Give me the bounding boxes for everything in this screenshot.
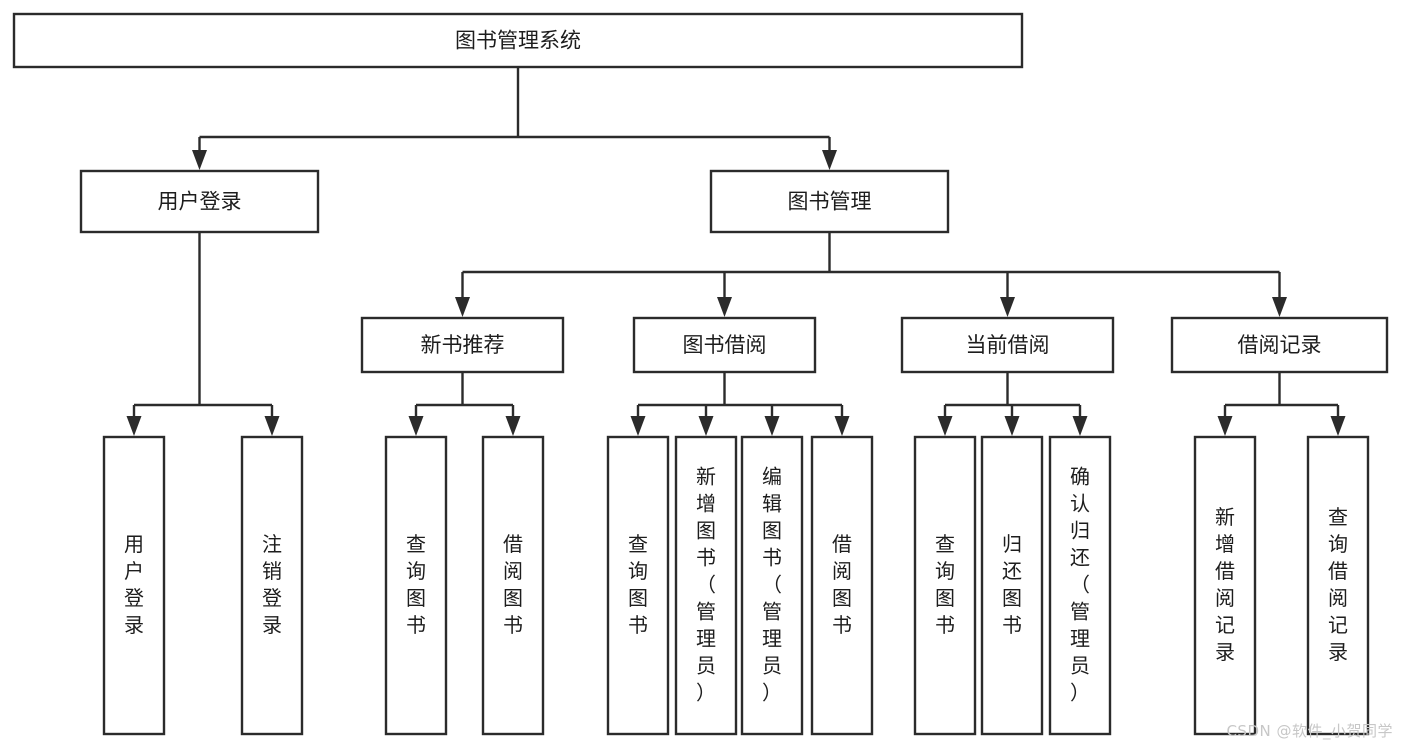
node-box[interactable]: [384, 435, 448, 736]
node-box[interactable]: [980, 435, 1044, 736]
node-leaf-query-book-1[interactable]: 查询图书: [384, 435, 448, 736]
arrow-head-icon: [698, 416, 714, 436]
arrow-head-icon: [1330, 416, 1346, 436]
node-box[interactable]: [1306, 435, 1370, 736]
watermark-label: CSDN @软件_小贺同学: [1226, 722, 1393, 740]
arrow-head-icon: [1272, 297, 1287, 317]
node-box[interactable]: [900, 316, 1115, 374]
node-box[interactable]: [360, 316, 565, 374]
arrow-head-icon: [1217, 416, 1233, 436]
arrow-head-icon: [505, 416, 521, 436]
node-label: 查询图书: [935, 532, 955, 637]
node-leaf-add-book[interactable]: 新增图书（管理员）: [674, 435, 738, 736]
arrow-head-icon: [834, 416, 850, 436]
node-box[interactable]: [740, 435, 804, 736]
node-leaf-query-record[interactable]: 查询借阅记录: [1306, 435, 1370, 736]
node-leaf-query-book-2[interactable]: 查询图书: [606, 435, 670, 736]
arrow-head-icon: [126, 416, 142, 436]
node-box[interactable]: [632, 316, 817, 374]
node-label: 图书管理系统: [455, 29, 581, 53]
node-leaf-add-record[interactable]: 新增借阅记录: [1193, 435, 1257, 736]
node-layer: 图书管理系统用户登录图书管理新书推荐图书借阅当前借阅借阅记录用户登录注销登录查询…: [12, 12, 1389, 736]
node-label: 用户登录: [158, 190, 242, 214]
connector-layer: [126, 67, 1346, 436]
node-box[interactable]: [810, 435, 874, 736]
node-box[interactable]: [79, 169, 320, 234]
node-label: 当前借阅: [966, 333, 1050, 357]
node-box[interactable]: [102, 435, 166, 736]
node-book-borrow[interactable]: 图书借阅: [632, 316, 817, 374]
arrow-head-icon: [822, 150, 837, 170]
node-box[interactable]: [709, 169, 950, 234]
arrow-head-icon: [1004, 416, 1020, 436]
node-label: 新书推荐: [421, 333, 505, 357]
node-leaf-borrow-book-1[interactable]: 借阅图书: [481, 435, 545, 736]
node-label: 新增图书（管理员）: [696, 464, 716, 704]
arrow-head-icon: [192, 150, 207, 170]
arrow-head-icon: [764, 416, 780, 436]
node-box[interactable]: [481, 435, 545, 736]
arrow-head-icon: [408, 416, 424, 436]
arrow-head-icon: [264, 416, 280, 436]
arrow-head-icon: [1000, 297, 1015, 317]
node-box[interactable]: [913, 435, 977, 736]
node-label: 确认归还（管理员）: [1070, 464, 1090, 704]
node-label: 新增借阅记录: [1215, 505, 1235, 664]
node-box[interactable]: [674, 435, 738, 736]
node-label: 图书管理: [788, 190, 872, 214]
node-label: 查询借阅记录: [1328, 505, 1348, 664]
node-root[interactable]: 图书管理系统: [12, 12, 1024, 69]
node-label: 借阅图书: [832, 532, 852, 637]
node-user-login[interactable]: 用户登录: [79, 169, 320, 234]
node-borrow-record[interactable]: 借阅记录: [1170, 316, 1389, 374]
node-current-borrow[interactable]: 当前借阅: [900, 316, 1115, 374]
node-label: 图书借阅: [683, 333, 767, 357]
arrow-head-icon: [630, 416, 646, 436]
node-leaf-query-book-3[interactable]: 查询图书: [913, 435, 977, 736]
arrow-head-icon: [717, 297, 732, 317]
node-box[interactable]: [12, 12, 1024, 69]
node-leaf-confirm-return[interactable]: 确认归还（管理员）: [1048, 435, 1112, 736]
node-leaf-borrow-book-2[interactable]: 借阅图书: [810, 435, 874, 736]
node-label: 借阅图书: [503, 532, 523, 637]
node-label: 归还图书: [1002, 532, 1022, 637]
node-label: 查询图书: [406, 532, 426, 637]
node-label: 注销登录: [262, 532, 282, 637]
node-box[interactable]: [240, 435, 304, 736]
arrow-head-icon: [1072, 416, 1088, 436]
node-label: 用户登录: [124, 532, 144, 637]
node-box[interactable]: [1170, 316, 1389, 374]
node-label: 借阅记录: [1238, 333, 1322, 357]
node-box[interactable]: [606, 435, 670, 736]
node-book-manage[interactable]: 图书管理: [709, 169, 950, 234]
node-leaf-logout[interactable]: 注销登录: [240, 435, 304, 736]
node-box[interactable]: [1048, 435, 1112, 736]
node-leaf-user-login[interactable]: 用户登录: [102, 435, 166, 736]
node-new-book-rec[interactable]: 新书推荐: [360, 316, 565, 374]
node-label: 编辑图书（管理员）: [762, 464, 782, 704]
node-box[interactable]: [1193, 435, 1257, 736]
node-label: 查询图书: [628, 532, 648, 637]
node-leaf-return-book[interactable]: 归还图书: [980, 435, 1044, 736]
node-leaf-edit-book[interactable]: 编辑图书（管理员）: [740, 435, 804, 736]
arrow-head-icon: [455, 297, 470, 317]
arrow-head-icon: [937, 416, 953, 436]
